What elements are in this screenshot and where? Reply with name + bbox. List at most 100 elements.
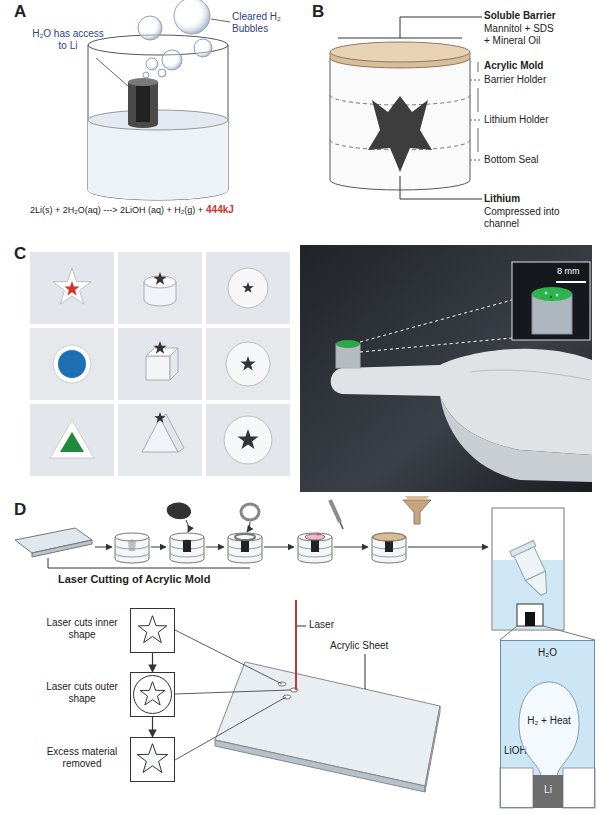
leader-line [338,17,482,199]
part-name: Barrier Holder [484,74,546,86]
photo-grid [160,414,184,452]
process-step-box: Laser cuts outer shape [130,672,175,717]
part-name: Lithium [484,193,520,205]
photo-grid [53,268,91,304]
photo-grid [170,348,178,380]
node-text: H₂ + Heat [516,715,582,727]
part-name: Acrylic Mold [484,60,543,72]
leader-line [175,630,282,684]
photo-grid [206,328,290,400]
acrylic-sheet [215,740,425,792]
callout-text: H₂O has access to Li [28,28,108,52]
leader-line [297,626,306,627]
device-cross-section [368,96,432,172]
flow-arrow [152,717,153,737]
photo-grid [64,281,79,295]
hydrogen-bubbles [162,50,182,70]
part-name: Bottom Seal [484,154,538,166]
hydrogen-bubbles [146,58,158,70]
photo-grid [58,350,86,378]
photo-grid [118,328,202,400]
hand-photo [440,396,592,482]
hydrogen-bubbles [138,16,162,40]
device-cross-section [330,42,470,190]
fabrication-flow [317,533,320,536]
leader-line [470,80,482,81]
photo-grid [242,282,253,293]
hydrogen-bubbles [143,72,149,78]
fabrication-flow [170,533,204,563]
fabrication-flow [405,496,429,500]
hand-photo [550,296,552,298]
beaker-illustration [136,86,150,122]
panel-letter: D [14,500,26,520]
lithium-block: Li [533,775,563,808]
zoom-inset-box: H₂OLiOHH₂ + HeatLi [500,640,595,808]
photo-grid [30,252,114,324]
photo-grid [30,404,114,476]
laser-beam [295,600,297,690]
device-cross-section [330,58,470,190]
leader-line [478,62,479,72]
leader-line [470,160,482,161]
fabrication-flow [305,534,325,540]
fabrication-flow [183,540,191,552]
reaction-energy: 444kJ [206,204,234,216]
hydrogen-bubbles [174,0,210,34]
leader-line [478,88,479,112]
photo-grid [224,416,272,464]
node-text: Li [533,784,563,796]
cuvette-illustration [500,640,595,808]
fabrication-flow [385,540,393,552]
acrylic-sheet [425,706,440,792]
panel-letter: A [14,2,26,22]
node-text: Laser cuts outer shape [39,681,125,705]
leader-line [400,17,482,38]
hand-photo [545,292,548,295]
hand-photo [360,300,512,342]
cuvette-illustration [525,612,535,626]
part-name: Lithium Holder [484,114,548,126]
cuvette-illustration [492,508,595,808]
part-description: Compressed into channel [484,206,572,230]
part-name: Laser [309,619,334,631]
part-name: Acrylic Sheet [330,640,388,652]
fabrication-flow [235,534,255,540]
node-text: Laser cuts inner shape [39,617,125,641]
hydrogen-bubbles [158,69,166,77]
photo-grid [50,420,94,458]
photo-grid [206,404,290,476]
process-step-box: Excess material removed [130,737,175,782]
fabrication-flow [403,500,431,524]
hydrogen-bubbles [194,39,212,57]
fabrication-flow [186,520,189,532]
panel-letter: C [14,244,26,264]
cuvette-illustration [510,541,536,557]
hydrogen-bubble: H₂ + Heat [516,679,582,777]
fabrication-flow [241,504,259,520]
hand-photo [532,287,572,301]
beaker-illustration [128,82,158,128]
fabrication-flow [95,547,112,548]
cuvette-illustration [500,626,517,640]
cut-shape-icons [134,616,172,773]
leader-line [96,19,230,86]
leader-line [400,176,482,199]
photo-grid [30,252,290,476]
photo-grid [206,252,290,324]
bubble-outline [516,679,582,777]
cuvette-illustration [500,768,533,808]
photo-grid [153,341,166,354]
hydrogen-bubbles [138,0,212,78]
fabrication-flow [264,547,294,548]
fabrication-flow [15,496,488,568]
hand-photo [512,262,590,340]
photo-grid [118,404,202,476]
fabrication-flow [32,540,92,557]
callout-text: Cleared H₂ Bubbles [232,11,294,35]
fabrication-flow [408,547,488,548]
photo-grid [228,268,268,308]
cuvette-illustration [543,626,595,640]
